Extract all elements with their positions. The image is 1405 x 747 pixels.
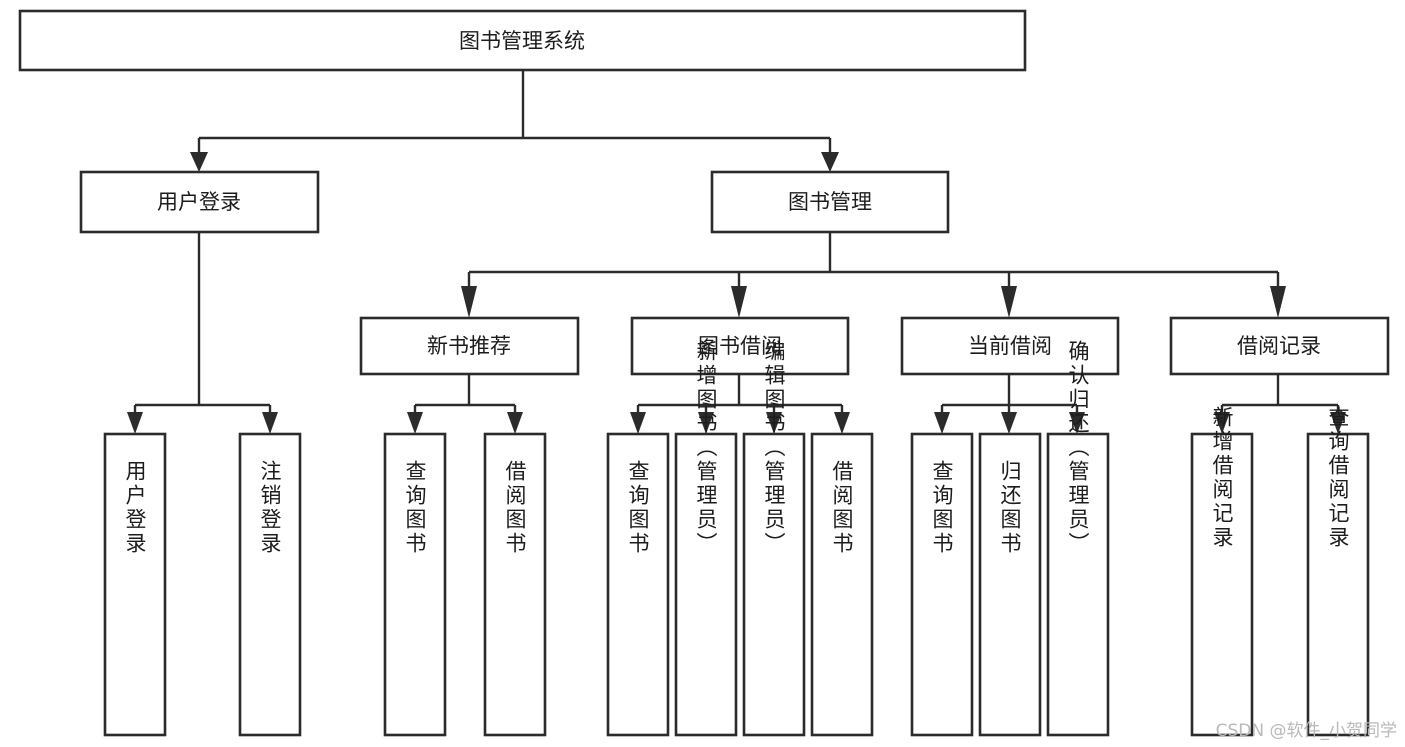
node-book-borrow[interactable]: 图书借阅 bbox=[630, 316, 850, 376]
node-leaf-borrow-book-1[interactable]: 借阅图书 bbox=[483, 432, 547, 737]
arrow-book-borrow bbox=[731, 286, 747, 318]
arrow-leaf-edit-book bbox=[766, 412, 782, 434]
node-leaf-user-login[interactable]: 用户登录 bbox=[103, 432, 167, 737]
node-leaf-user-login-box[interactable] bbox=[103, 432, 167, 737]
node-leaf-borrow-book-2-box[interactable] bbox=[810, 432, 874, 737]
connector-layer bbox=[127, 70, 1346, 434]
node-book-borrow-label: 图书借阅 bbox=[698, 334, 782, 358]
arrow-current-borrow bbox=[1001, 286, 1017, 318]
node-leaf-add-book-box[interactable] bbox=[674, 432, 738, 737]
node-leaf-query-book-3-label: 查询图书 bbox=[930, 460, 954, 556]
node-leaf-confirm-return-box[interactable] bbox=[1046, 432, 1110, 737]
node-leaf-query-record-label: 查询借阅记录 bbox=[1326, 406, 1350, 550]
node-leaf-borrow-book-1-label: 借阅图书 bbox=[503, 460, 527, 556]
node-new-book-recommend-label: 新书推荐 bbox=[427, 334, 511, 358]
arrow-leaf-add-record bbox=[1214, 412, 1230, 434]
node-new-book-recommend[interactable]: 新书推荐 bbox=[359, 316, 580, 376]
node-leaf-user-logout[interactable]: 注销登录 bbox=[238, 432, 302, 737]
node-user-login-label: 用户登录 bbox=[157, 190, 241, 214]
node-leaf-query-record-box[interactable] bbox=[1306, 432, 1370, 737]
node-leaf-return-book[interactable]: 归还图书 bbox=[978, 432, 1042, 737]
arrow-leaf-user-logout bbox=[262, 412, 278, 434]
arrow-leaf-query-book-2 bbox=[630, 412, 646, 434]
node-root-label: 图书管理系统 bbox=[459, 29, 585, 53]
arrow-leaf-query-book-1 bbox=[407, 412, 423, 434]
node-leaf-edit-book[interactable]: 编辑图书（管理员） bbox=[742, 340, 806, 737]
node-leaf-query-book-3-box[interactable] bbox=[910, 432, 974, 737]
node-leaf-query-book-1[interactable]: 查询图书 bbox=[383, 432, 447, 737]
arrow-user-login bbox=[190, 152, 208, 172]
arrow-leaf-return-book bbox=[1001, 412, 1017, 434]
node-leaf-return-book-box[interactable] bbox=[978, 432, 1042, 737]
node-leaf-query-book-2[interactable]: 查询图书 bbox=[606, 432, 670, 737]
node-leaf-add-book[interactable]: 新增图书（管理员） bbox=[674, 340, 738, 737]
node-leaf-add-record-label: 新增借阅记录 bbox=[1210, 406, 1234, 550]
node-leaf-add-record-box[interactable] bbox=[1190, 432, 1254, 737]
arrow-leaf-borrow-book-1 bbox=[507, 412, 523, 434]
node-leaf-edit-book-box[interactable] bbox=[742, 432, 806, 737]
node-current-borrow[interactable]: 当前借阅 bbox=[900, 316, 1120, 376]
node-leaf-borrow-book-2[interactable]: 借阅图书 bbox=[810, 432, 874, 737]
node-leaf-user-logout-box[interactable] bbox=[238, 432, 302, 737]
arrow-leaf-query-record bbox=[1330, 412, 1346, 434]
node-leaf-query-book-2-box[interactable] bbox=[606, 432, 670, 737]
node-book-management[interactable]: 图书管理 bbox=[710, 170, 950, 234]
node-leaf-query-book-1-box[interactable] bbox=[383, 432, 447, 737]
node-root[interactable]: 图书管理系统 bbox=[18, 9, 1027, 72]
node-current-borrow-label: 当前借阅 bbox=[968, 334, 1052, 358]
node-leaf-return-book-label: 归还图书 bbox=[998, 460, 1022, 556]
node-borrow-record[interactable]: 借阅记录 bbox=[1169, 316, 1390, 376]
node-user-login-box[interactable] bbox=[79, 170, 320, 234]
node-borrow-record-box[interactable] bbox=[1169, 316, 1390, 376]
node-book-management-box[interactable] bbox=[710, 170, 950, 234]
node-leaf-user-logout-label: 注销登录 bbox=[258, 460, 282, 556]
arrow-leaf-query-book-3 bbox=[934, 412, 950, 434]
node-leaf-borrow-book-2-label: 借阅图书 bbox=[830, 460, 854, 556]
node-root-box[interactable] bbox=[18, 9, 1027, 72]
node-leaf-user-login-label: 用户登录 bbox=[123, 460, 147, 556]
node-borrow-record-label: 借阅记录 bbox=[1237, 334, 1321, 358]
node-current-borrow-box[interactable] bbox=[900, 316, 1120, 376]
arrow-book-management bbox=[821, 152, 839, 172]
arrow-leaf-borrow-book-2 bbox=[834, 412, 850, 434]
node-leaf-query-book-2-label: 查询图书 bbox=[626, 460, 650, 556]
node-leaf-confirm-return-label: 确认归还（管理员） bbox=[1066, 340, 1090, 556]
arrow-leaf-confirm-return bbox=[1069, 412, 1085, 434]
node-book-borrow-box[interactable] bbox=[630, 316, 850, 376]
arrow-new-book-recommend bbox=[461, 286, 477, 318]
node-book-management-label: 图书管理 bbox=[788, 190, 872, 214]
node-leaf-query-book-3[interactable]: 查询图书 bbox=[910, 432, 974, 737]
node-leaf-borrow-book-1-box[interactable] bbox=[483, 432, 547, 737]
node-new-book-recommend-box[interactable] bbox=[359, 316, 580, 376]
arrow-borrow-record bbox=[1270, 286, 1286, 318]
node-leaf-query-record[interactable]: 查询借阅记录 bbox=[1306, 406, 1370, 737]
node-leaf-add-record[interactable]: 新增借阅记录 bbox=[1190, 406, 1254, 737]
arrow-leaf-user-login bbox=[127, 412, 143, 434]
arrow-leaf-add-book bbox=[698, 412, 714, 434]
node-leaf-confirm-return[interactable]: 确认归还（管理员） bbox=[1046, 340, 1110, 737]
node-user-login[interactable]: 用户登录 bbox=[79, 170, 320, 234]
node-leaf-query-book-1-label: 查询图书 bbox=[403, 460, 427, 556]
node-leaf-edit-book-label: 编辑图书（管理员） bbox=[762, 340, 786, 556]
node-leaf-add-book-label: 新增图书（管理员） bbox=[694, 340, 718, 556]
